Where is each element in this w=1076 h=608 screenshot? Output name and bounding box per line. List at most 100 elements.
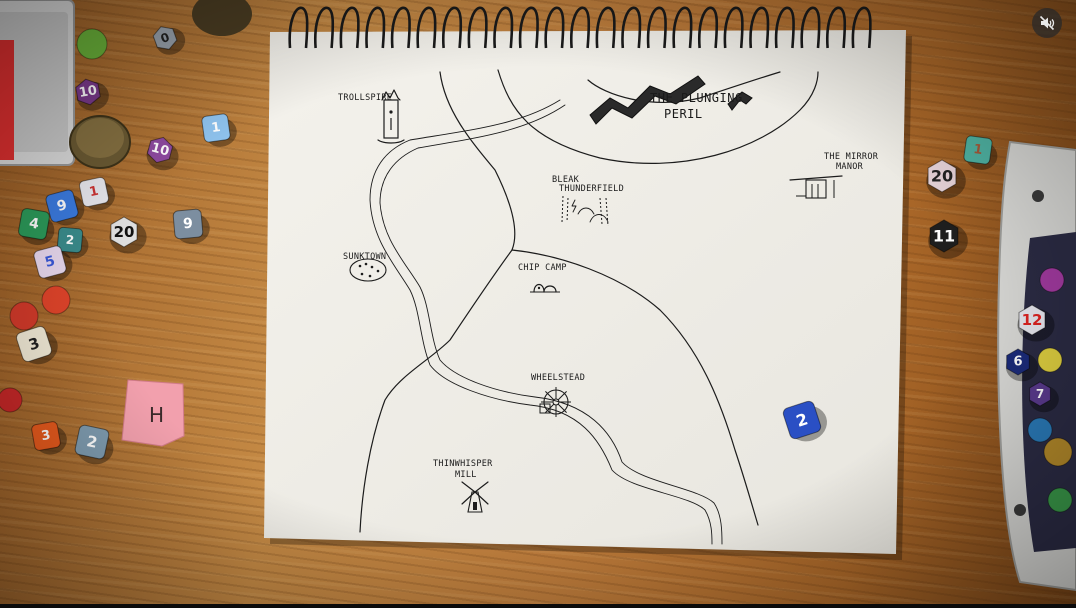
die-number: 10 [78,83,98,101]
die-d10-top: 0 [152,26,186,55]
spiral-ring [851,6,872,49]
loose-die [41,285,71,315]
label-thinwhisper-line1: THINWHISPER [433,459,493,469]
chip-camp-icon [530,283,560,293]
muted-speaker-icon [1039,15,1055,31]
thinwhisper-windmill-icon [461,481,489,513]
loose-die [1027,417,1053,443]
spiral-ring [390,6,411,49]
mirror-manor-icon [789,175,843,199]
hand-drawn-map: TROLLSPIRE THE PLUNGING PERIL THE MIRROR… [338,69,879,545]
spiral-binding [288,6,872,49]
bleak-thunderfield-icon [561,195,609,227]
die-number: 2 [65,233,75,248]
die-d12-black: 11 [928,219,968,259]
label-plunging-peril-line2: PERIL [664,107,703,121]
die-d6-green: 4 [18,208,55,246]
east-road [511,249,759,526]
trollspire-tower-icon [377,89,405,144]
die-d6-grey: 9 [172,208,210,245]
label-chip-camp: CHIP CAMP [518,263,567,273]
spiral-ring [339,6,360,49]
coastline [497,69,819,164]
die-number: 9 [182,216,193,233]
loose-die [1039,267,1065,293]
die-number: 20 [114,223,135,241]
river-bank-south [379,104,723,545]
river-bank-north [369,99,713,545]
die-tray-d12: 12 [1017,304,1055,342]
spiral-ring [518,6,539,49]
sketchbook-page [264,30,906,554]
die-d6-pink: 5 [33,245,73,282]
west-road [359,249,513,533]
label-sunktown: SUNKTOWN [343,252,386,262]
die-number: 1 [210,120,221,136]
sunktown-icon [349,258,387,282]
die-number: 4 [28,215,41,232]
die-d10-purple: 10 [146,136,179,171]
spiral-ring [544,6,565,49]
spiral-ring [365,6,386,49]
spiral-ring [569,6,591,49]
die-number: 3 [40,428,52,444]
label-mirror-manor-line1: THE MIRROR [824,152,879,162]
die-number: 20 [931,167,953,186]
die-number: 11 [933,227,955,246]
die-d6-blue-grey: 2 [74,424,114,465]
wheelstead-wheel-icon [539,387,571,417]
label-mirror-manor-line2: MANOR [836,162,864,172]
spiral-ring [774,6,795,49]
label-thinwhisper-line2: MILL [455,470,477,480]
label-bleak-line2: THUNDERFIELD [559,184,624,194]
loose-die [0,387,23,413]
die-d20-right-pink: 20 [926,159,966,199]
sticky-note-letter: H [149,403,164,427]
spiral-ring [416,6,437,49]
die-number: 12 [1022,311,1043,329]
plunging-peril-mountains [589,75,706,125]
spiral-ring [800,6,821,49]
label-bleak-line1: BLEAK [552,175,580,185]
die-d10-purple: 10 [75,78,109,111]
spiral-ring [749,6,770,49]
die-number: 10 [149,140,170,159]
spiral-ring [672,6,693,49]
die-d6-teal-right: 1 [963,135,998,170]
dice-tin [0,0,75,166]
die-d6-white: 1 [78,176,115,211]
die-number: 2 [794,409,810,431]
spiral-ring [595,6,616,49]
coin-stack [69,0,252,169]
coastline-inner [587,71,781,103]
loose-die [9,301,39,331]
die-d6-cream: 3 [16,326,58,365]
die-d6-blue: 9 [45,189,85,226]
die-d6-teal: 2 [56,226,89,259]
spiral-ring [646,6,667,49]
die-d20-white: 20 [109,216,147,254]
plunging-peril-peak [727,91,753,111]
die-number: 1 [972,142,983,158]
sticky-note: H [121,379,185,447]
spiral-ring [441,6,463,49]
die-number: 1 [88,184,100,201]
loose-die [1047,487,1073,513]
label-trollspire: TROLLSPIRE [338,93,392,103]
loose-die [76,28,108,60]
bottom-strip [0,604,1076,608]
die-number: 7 [1036,387,1044,401]
loose-die [1043,437,1073,467]
die-tray-d10: 7 [1029,381,1059,413]
label-wheelstead: WHEELSTEAD [531,373,585,383]
loose-die [1037,347,1063,373]
die-number: 2 [85,432,99,452]
spiral-ring [621,6,642,49]
spiral-ring [493,6,514,49]
die-d6-map-blue: 2 [782,400,827,442]
spiral-ring [313,6,335,49]
mute-button[interactable] [1032,8,1062,38]
die-number: 5 [43,253,57,271]
